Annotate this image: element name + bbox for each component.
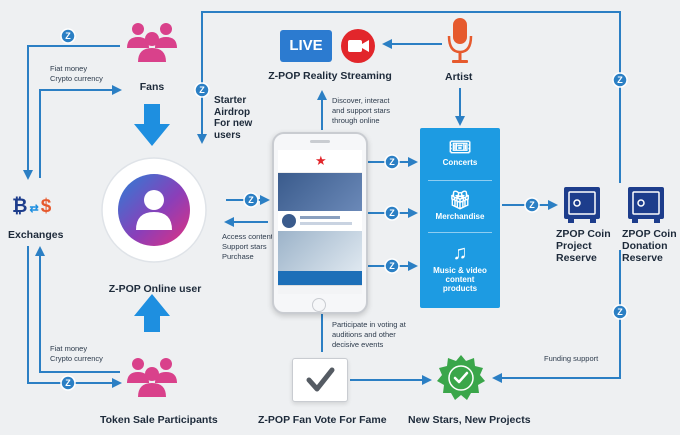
music-video-item: ♫ Music & video content products [420,240,500,293]
z-token-badge [60,28,76,44]
token-to-exchanges-line [35,246,120,373]
funding-note: Funding support [544,354,599,363]
vote-checkbox-icon [292,358,348,402]
exchanges-to-fans-line [39,85,122,178]
z-token-badge [194,82,210,98]
reserve-to-stars-line [492,250,621,383]
z-token-badge [384,205,400,221]
video-camera-icon [340,28,376,69]
fans-icon [124,20,180,69]
fans-to-exchanges-line [23,45,120,180]
merchandise-item: 🎁︎ Merchandise [420,188,500,221]
z-token-badge [612,72,628,88]
z-token-badge [524,197,540,213]
microphone-icon [446,16,474,71]
airdrop-loop-line [197,11,621,183]
z-token-badge [60,375,76,391]
reality-streaming-label: Z-POP Reality Streaming [268,70,392,82]
exchanges-to-token-line [27,246,122,388]
ticket-icon: 🎟︎ [448,137,472,157]
new-stars-label: New Stars, New Projects [408,414,531,426]
phone-screen: ★ [278,150,362,294]
fan-vote-label: Z-POP Fan Vote For Fame [258,414,387,426]
products-box: 🎟︎ Concerts 🎁︎ Merchandise ♫ Music & vid… [420,128,500,308]
exchanges-label: Exchanges [8,229,64,241]
z-token-badge [384,154,400,170]
online-user-label: Z-POP Online user [108,283,202,295]
z-token-badge [612,304,628,320]
online-user-icon [100,156,208,269]
z-token-badge [243,192,259,208]
exchanges-icon: ₿⇄$ [12,196,52,217]
token-participants-icon [124,355,180,404]
live-badge: LIVE [280,30,332,62]
concerts-item: 🎟︎ Concerts [420,136,500,167]
phone-mockup: ★ [272,132,368,314]
token-big-arrow [134,294,170,332]
gift-icon: 🎁︎ [448,190,472,210]
artist-label: Artist [445,71,473,83]
fans-big-arrow [134,104,170,146]
z-token-badge [384,258,400,274]
new-stars-badge-icon [436,354,486,409]
music-note-icon: ♫ [452,242,468,264]
bitcoin-icon: ₿ [12,196,28,217]
project-reserve-safe-icon [562,185,602,230]
fans-label: Fans [139,81,165,93]
star-logo-icon: ★ [315,153,327,168]
dollar-icon: $ [40,196,52,217]
donation-reserve-safe-icon [626,185,666,230]
token-sale-label: Token Sale Participants [100,414,218,426]
